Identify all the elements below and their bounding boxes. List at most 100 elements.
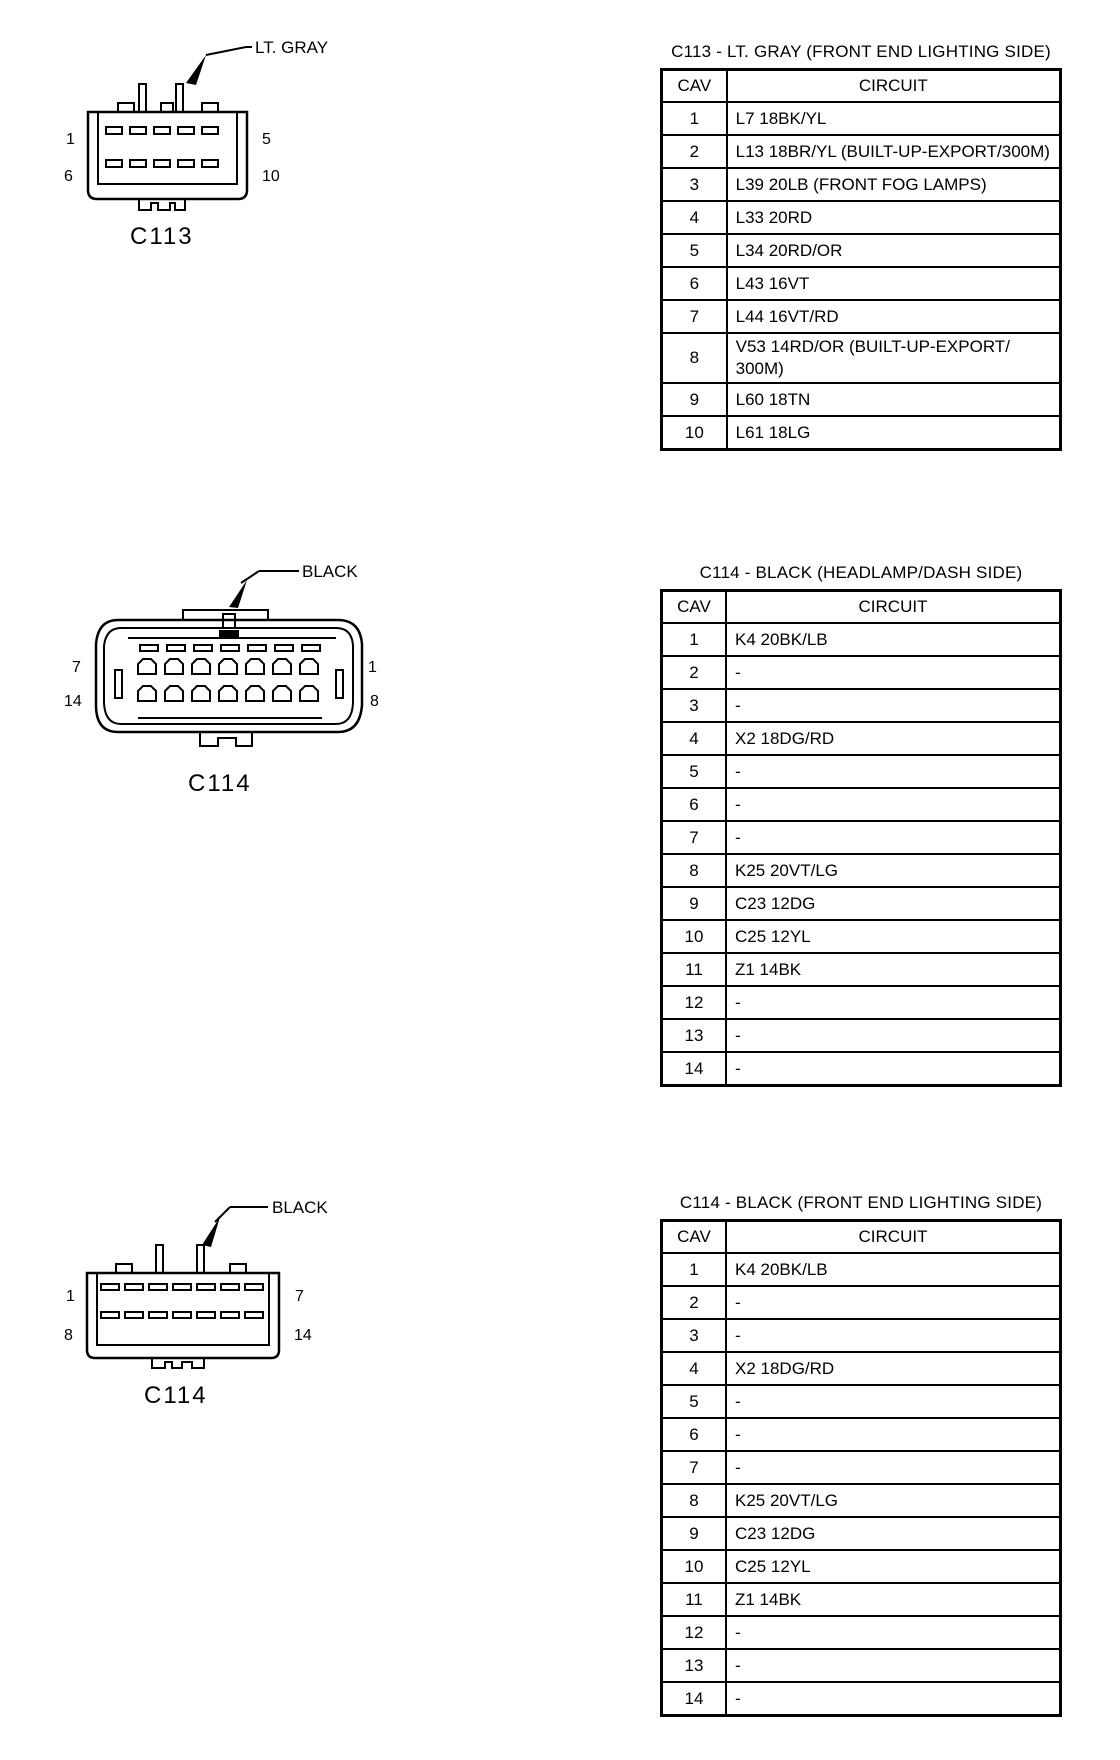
cav-number: 5 xyxy=(660,233,728,268)
connector-terminal xyxy=(138,83,147,113)
cav-number: 7 xyxy=(660,820,727,855)
cav-number: 14 xyxy=(660,1681,727,1717)
connector-section-c113: LT. GRAY xyxy=(0,0,1120,520)
circuit-code: - xyxy=(725,754,1062,789)
connector-bottom-tabs xyxy=(151,1358,205,1369)
callout-arrow-icon xyxy=(186,55,206,85)
cavity xyxy=(148,1283,168,1291)
connector-face xyxy=(103,627,354,725)
cavity xyxy=(177,159,195,168)
cavity-slot-row xyxy=(139,644,321,652)
cavity-row-top xyxy=(137,658,319,675)
column-header-circuit: CIRCUIT xyxy=(725,589,1062,624)
callout-arrow-icon xyxy=(202,1217,220,1247)
cavity xyxy=(164,658,184,675)
connector-bottom-tabs xyxy=(138,199,186,211)
cavity xyxy=(137,685,157,702)
cav-number: 6 xyxy=(660,787,727,822)
circuit-code: K4 20BK/LB xyxy=(725,1252,1062,1287)
cavity xyxy=(129,159,147,168)
cavity xyxy=(299,658,319,675)
callout-leader-line xyxy=(240,570,260,584)
cavity xyxy=(153,159,171,168)
connector-terminal xyxy=(175,83,184,113)
cavity-slot xyxy=(247,644,267,652)
pin-label-bottom-left: 14 xyxy=(64,693,82,710)
table-row: 12- xyxy=(660,985,1062,1020)
cav-number: 6 xyxy=(660,266,728,301)
table-header-row: CAV CIRCUIT xyxy=(660,589,1062,624)
circuit-code: - xyxy=(725,820,1062,855)
connector-lock-tab xyxy=(219,630,239,637)
table-row: 3- xyxy=(660,688,1062,723)
callout-leader-line xyxy=(205,46,247,56)
table-title: C114 - BLACK (FRONT END LIGHTING SIDE) xyxy=(679,1193,1043,1212)
cavity xyxy=(153,126,171,135)
circuit-code: - xyxy=(725,1051,1062,1087)
cav-number: 1 xyxy=(660,622,727,657)
circuit-code: C23 12DG xyxy=(725,1516,1062,1551)
pin-label-bottom-left: 6 xyxy=(64,168,73,185)
circuit-code: V53 14RD/OR (BUILT-UP-EXPORT/ 300M) xyxy=(725,332,1062,384)
connector-housing xyxy=(86,110,249,201)
column-header-cav: CAV xyxy=(660,68,728,103)
cavity xyxy=(137,658,157,675)
cav-number: 2 xyxy=(660,655,727,690)
cav-number: 5 xyxy=(660,754,727,789)
cavity xyxy=(299,685,319,702)
cav-number: 12 xyxy=(660,985,727,1020)
circuit-code: C25 12YL xyxy=(725,1549,1062,1584)
connector-color-callout: BLACK xyxy=(272,1198,328,1217)
pin-label-bottom-left: 8 xyxy=(64,1327,73,1344)
connector-face xyxy=(97,111,238,185)
circuit-code: L44 16VT/RD xyxy=(725,299,1062,334)
connector-color-callout: LT. GRAY xyxy=(255,38,328,57)
cav-number: 6 xyxy=(660,1417,727,1452)
circuit-code: Z1 14BK xyxy=(725,952,1062,987)
connector-terminal xyxy=(155,1244,164,1274)
cavity xyxy=(201,159,219,168)
cavity-slot xyxy=(274,644,294,652)
cav-number: 10 xyxy=(660,919,727,954)
cav-number: 7 xyxy=(660,299,728,334)
cavity-slot xyxy=(220,644,240,652)
cavity-row-bottom xyxy=(100,1311,264,1319)
connector-section-c114-dash: BLACK xyxy=(0,520,1120,1150)
cav-number: 13 xyxy=(660,1648,727,1683)
cav-number: 7 xyxy=(660,1450,727,1485)
cavity-row-top xyxy=(100,1283,264,1291)
connector-name: C113 xyxy=(130,223,194,250)
table-row: 6- xyxy=(660,1417,1062,1452)
cavity xyxy=(196,1283,216,1291)
cavity-slot xyxy=(166,644,186,652)
cavity xyxy=(272,658,292,675)
cav-number: 4 xyxy=(660,1351,727,1386)
cavity xyxy=(272,685,292,702)
circuit-code: - xyxy=(725,655,1062,690)
column-header-circuit: CIRCUIT xyxy=(725,68,1062,103)
table-row: 5- xyxy=(660,754,1062,789)
connector-c113-drawing: LT. GRAY xyxy=(64,38,328,250)
cavity xyxy=(220,1283,240,1291)
cavity xyxy=(148,1311,168,1319)
circuit-code: L61 18LG xyxy=(725,415,1062,451)
cavity-row-bottom xyxy=(105,159,219,168)
pin-label-top-right: 5 xyxy=(262,131,271,148)
table-row: 12- xyxy=(660,1615,1062,1650)
cavity-row-bottom xyxy=(137,685,319,702)
cavity xyxy=(105,159,123,168)
cav-number: 11 xyxy=(660,952,727,987)
